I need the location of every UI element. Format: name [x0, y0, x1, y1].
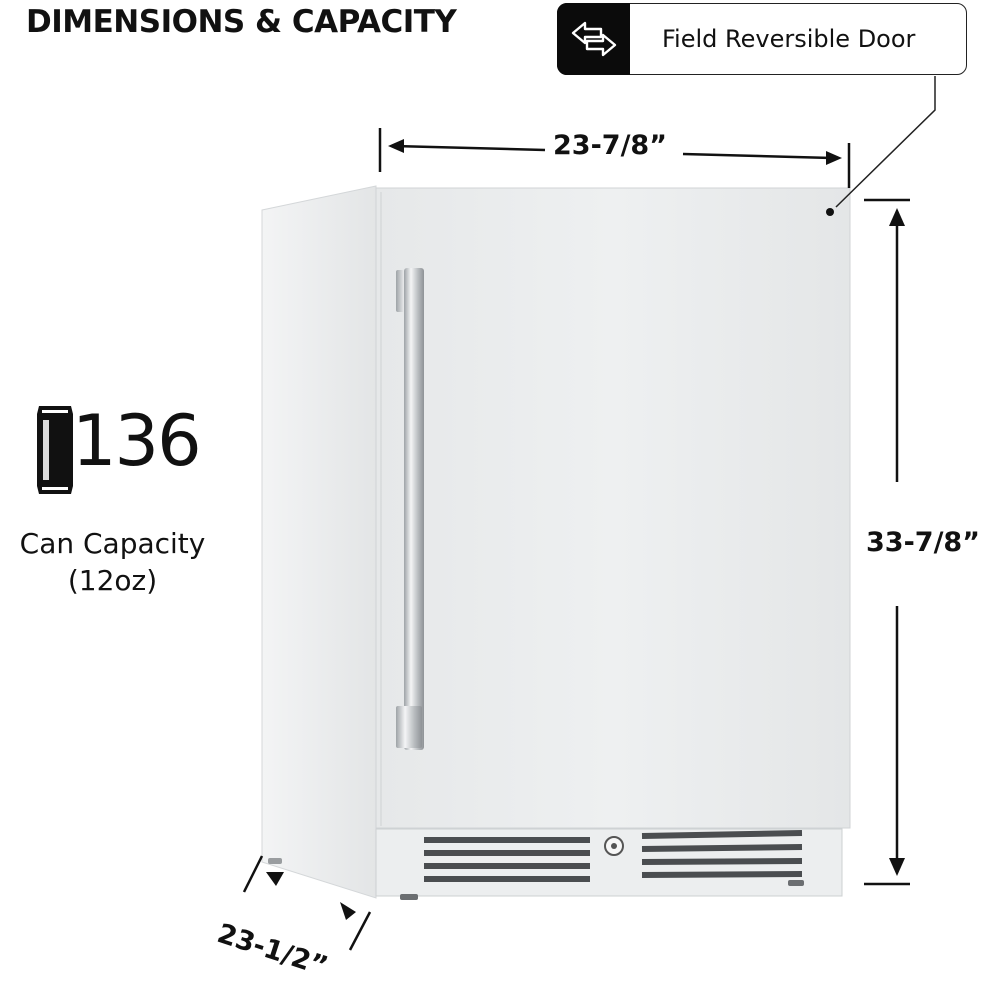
can-capacity-label: Can Capacity (12oz) — [0, 526, 225, 600]
can-icon — [37, 406, 73, 494]
feature-label: Field Reversible Door — [662, 25, 916, 53]
height-dimension-label: 33-7/8” — [866, 527, 980, 558]
vent-right — [641, 830, 803, 878]
hinge-point — [826, 208, 834, 216]
width-dimension-label: 23-7/8” — [553, 130, 667, 161]
can-capacity-label-line1: Can Capacity — [19, 527, 206, 560]
page-title: DIMENSIONS & CAPACITY — [26, 4, 457, 40]
vent-left — [424, 837, 590, 882]
height-dimension-line — [864, 198, 910, 886]
swap-arrows-icon — [571, 21, 617, 57]
fridge-door — [375, 187, 851, 829]
width-dimension-line — [378, 128, 851, 188]
feature-badge-reversible-door: Field Reversible Door — [557, 3, 967, 75]
can-capacity-value: 136 — [72, 400, 202, 482]
depth-dimension-line — [242, 855, 372, 951]
callout-line — [835, 76, 936, 208]
door-handle — [396, 268, 424, 750]
can-capacity-label-line2: (12oz) — [67, 563, 158, 597]
fridge-side-panel — [261, 185, 377, 899]
feature-icon-box — [557, 3, 630, 75]
